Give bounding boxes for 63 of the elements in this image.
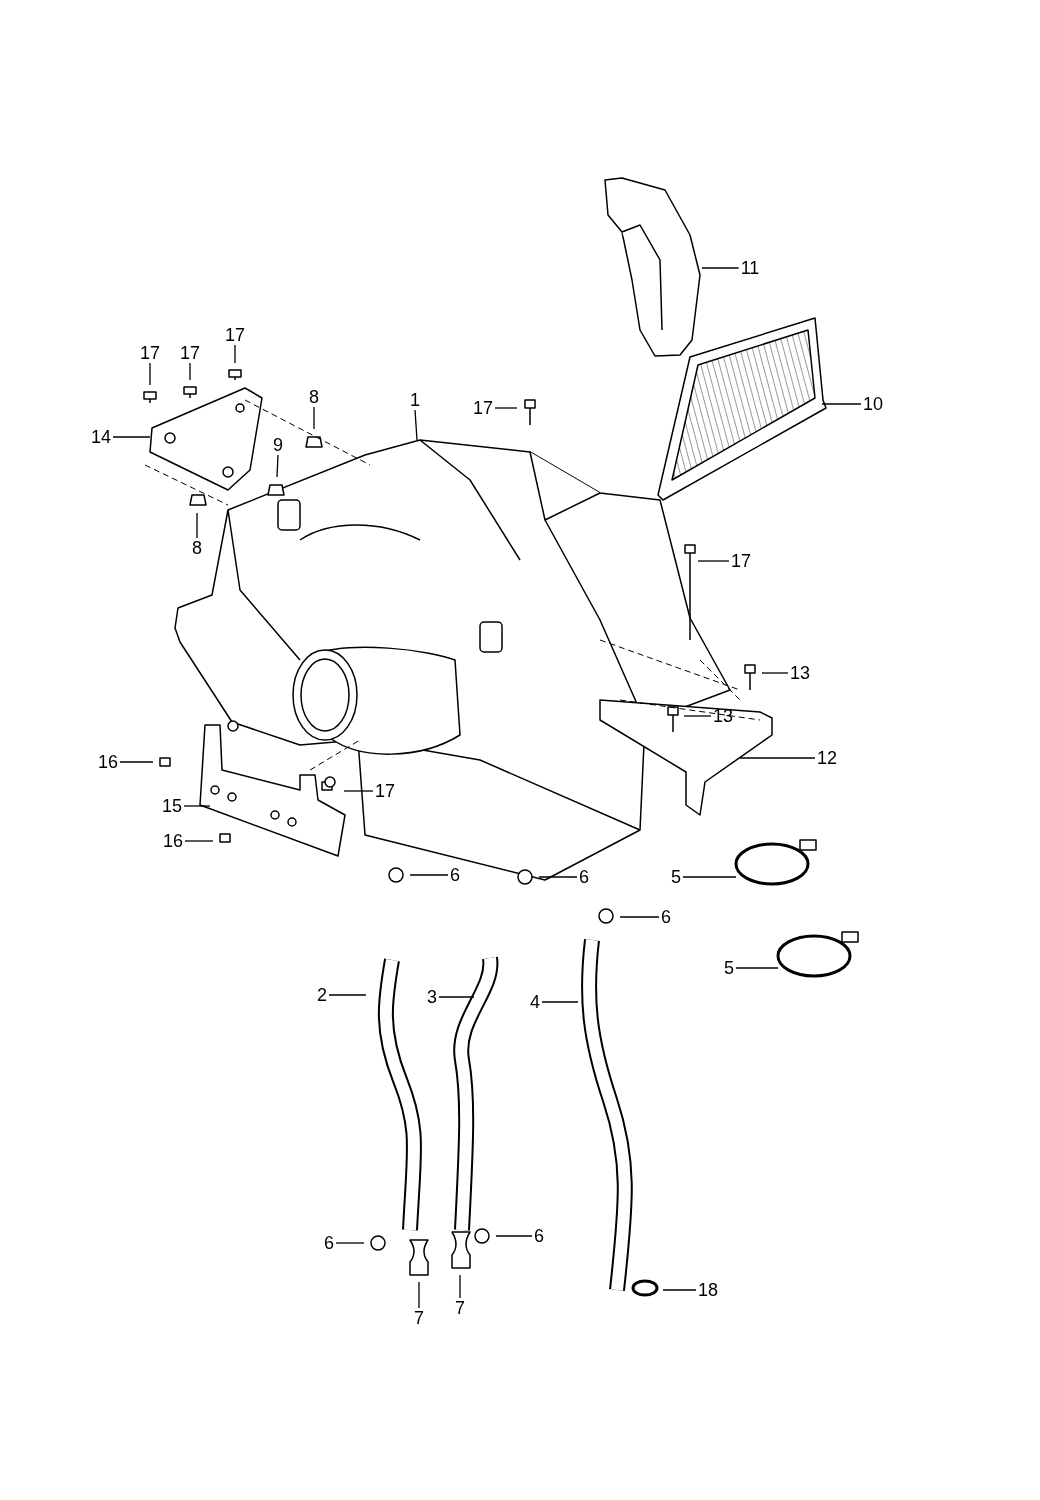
callout-number: 15 bbox=[160, 796, 184, 816]
callout-number: 12 bbox=[815, 748, 839, 768]
callout-number: 8 bbox=[190, 538, 204, 558]
leader-line bbox=[112, 436, 151, 438]
callout-number: 17 bbox=[471, 398, 495, 418]
leader-line bbox=[683, 715, 712, 717]
leader-line bbox=[184, 840, 214, 842]
callout-number: 1 bbox=[408, 390, 422, 410]
leader-line bbox=[343, 790, 374, 792]
callout-number: 18 bbox=[696, 1280, 720, 1300]
leader-line bbox=[189, 362, 191, 381]
leader-line bbox=[414, 409, 418, 441]
leader-line bbox=[697, 560, 730, 562]
callout-number: 6 bbox=[532, 1226, 546, 1246]
leader-line bbox=[538, 876, 578, 878]
callout-number: 17 bbox=[373, 781, 397, 801]
callout-number: 17 bbox=[223, 325, 247, 345]
callout-number: 17 bbox=[729, 551, 753, 571]
leader-line bbox=[682, 876, 737, 878]
callout-number: 7 bbox=[453, 1298, 467, 1318]
callout-number: 6 bbox=[448, 865, 462, 885]
leader-line bbox=[183, 805, 211, 807]
callout-number: 8 bbox=[307, 387, 321, 407]
leader-line bbox=[459, 1274, 461, 1299]
leader-line bbox=[335, 1242, 365, 1244]
leader-line bbox=[438, 996, 475, 998]
callout-number: 3 bbox=[425, 987, 439, 1007]
leader-line bbox=[619, 916, 660, 918]
leader-line bbox=[418, 1281, 420, 1309]
callout-number: 14 bbox=[89, 427, 113, 447]
leader-line bbox=[821, 403, 862, 405]
callout-number: 17 bbox=[178, 343, 202, 363]
callout-number: 11 bbox=[738, 258, 762, 278]
callout-number: 6 bbox=[322, 1233, 336, 1253]
leader-line bbox=[196, 512, 198, 539]
leader-line bbox=[313, 406, 315, 430]
callout-number: 5 bbox=[669, 867, 683, 887]
leader-line bbox=[495, 1235, 533, 1237]
callout-number: 5 bbox=[722, 958, 736, 978]
leader-line bbox=[234, 344, 236, 364]
callout-number: 7 bbox=[412, 1308, 426, 1328]
leader-line bbox=[662, 1289, 697, 1291]
callout-number: 17 bbox=[138, 343, 162, 363]
leader-line bbox=[735, 967, 779, 969]
leader-line bbox=[541, 1001, 579, 1003]
leader-line bbox=[149, 362, 151, 386]
leader-line bbox=[328, 994, 367, 996]
callout-number: 10 bbox=[861, 394, 885, 414]
callout-number: 2 bbox=[315, 985, 329, 1005]
callout-number: 9 bbox=[271, 435, 285, 455]
callout-number: 4 bbox=[528, 992, 542, 1012]
leader-line bbox=[701, 267, 740, 269]
leader-line bbox=[119, 761, 154, 763]
callout-number: 13 bbox=[788, 663, 812, 683]
callout-number: 16 bbox=[96, 752, 120, 772]
callout-number: 6 bbox=[577, 867, 591, 887]
leader-line bbox=[276, 454, 279, 478]
callout-number: 6 bbox=[659, 907, 673, 927]
leader-line bbox=[494, 407, 518, 409]
leader-line bbox=[761, 672, 789, 674]
leader-line bbox=[739, 757, 816, 759]
callout-number: 16 bbox=[161, 831, 185, 851]
leader-line bbox=[409, 874, 449, 876]
